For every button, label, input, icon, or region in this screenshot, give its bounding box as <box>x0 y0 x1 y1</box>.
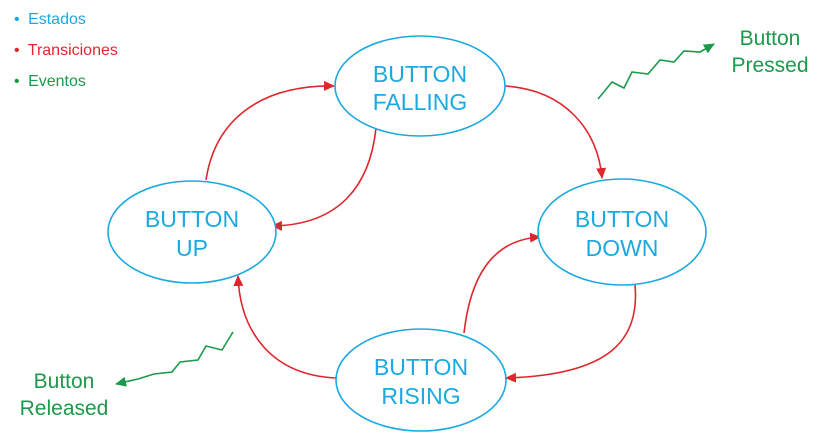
event-pressed: Button Pressed <box>731 27 808 77</box>
transition-up-to-falling <box>205 80 335 181</box>
state-falling-line2: FALLING <box>373 89 468 115</box>
state-down: BUTTON DOWN <box>537 178 707 286</box>
state-falling: BUTTON FALLING <box>334 35 506 137</box>
legend-bullet-transitions: • <box>14 42 20 59</box>
state-down-ellipse <box>537 178 707 286</box>
transition-down-to-rising <box>505 284 637 383</box>
legend-events-label: Eventos <box>28 73 86 90</box>
transition-rising-to-down <box>463 232 541 334</box>
state-rising-line1: BUTTON <box>374 354 468 380</box>
event-released-line1: Button <box>34 370 95 393</box>
legend-transitions: • Transiciones <box>14 42 118 59</box>
state-rising-ellipse <box>335 328 507 432</box>
state-rising: BUTTON RISING <box>335 328 507 432</box>
legend-events: • Eventos <box>14 73 86 90</box>
legend-states: • Estados <box>14 11 86 28</box>
state-rising-line2: RISING <box>381 383 460 409</box>
transitions <box>205 80 637 383</box>
legend: • Estados • Transiciones • Eventos <box>14 11 118 90</box>
event-released: Button Released <box>20 370 109 420</box>
event-pressed-line2: Pressed <box>731 54 808 77</box>
events <box>115 43 715 387</box>
state-falling-ellipse <box>334 35 506 137</box>
transition-rising-to-up <box>233 275 337 379</box>
transition-falling-to-down <box>504 85 607 179</box>
state-up: BUTTON UP <box>107 180 277 284</box>
zigzag-signal-icon <box>115 331 234 387</box>
state-down-line1: BUTTON <box>575 206 669 232</box>
state-up-line2: UP <box>176 235 208 261</box>
transition-falling-to-up <box>271 127 377 231</box>
legend-bullet-events: • <box>14 73 20 90</box>
event-released-line2: Released <box>20 397 109 420</box>
state-up-line1: BUTTON <box>145 206 239 232</box>
legend-transitions-label: Transiciones <box>28 42 118 59</box>
state-down-line2: DOWN <box>586 235 659 261</box>
zigzag-signal-icon <box>597 43 715 100</box>
state-falling-line1: BUTTON <box>373 61 467 87</box>
state-up-ellipse <box>107 180 277 284</box>
event-pressed-line1: Button <box>740 27 801 50</box>
legend-bullet-states: • <box>14 11 20 28</box>
legend-states-label: Estados <box>28 11 86 28</box>
